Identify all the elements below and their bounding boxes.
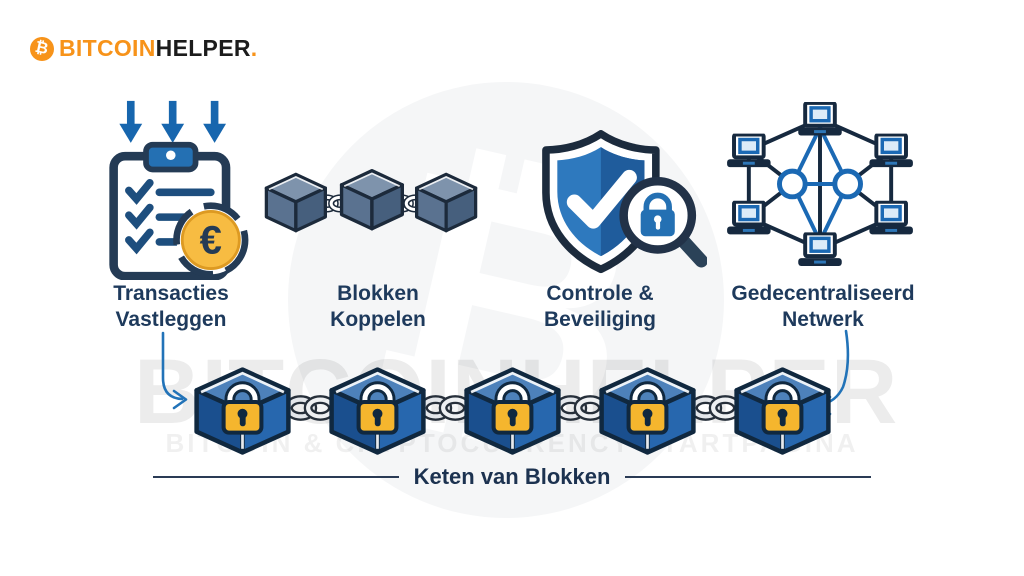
- step-label-netwerk: Gedecentraliseerd Netwerk: [731, 282, 915, 331]
- checkmark-icon: [566, 169, 637, 229]
- step-label-blokken: Blokken Koppelen: [330, 282, 426, 331]
- locked-block-icon: [737, 370, 829, 453]
- laptop-icon: [725, 133, 773, 170]
- step-label-controle: Controle & Beveiliging: [543, 282, 657, 331]
- brand-logo: ₿ BITCOINHELPER.: [30, 35, 257, 62]
- clipboard-euro-svg: €: [109, 100, 249, 281]
- network-node: [777, 168, 808, 200]
- chain-caption-row: Keten van Blokken: [0, 464, 1024, 490]
- chain-caption: Keten van Blokken: [413, 464, 611, 489]
- brand-secondary: HELPER: [155, 35, 251, 61]
- linked-blocks-svg: [264, 168, 478, 233]
- caption-rule-right: [625, 476, 872, 478]
- brand-period: .: [250, 35, 258, 61]
- laptop-icon: [725, 200, 773, 237]
- step-label-transacties: Transacties Vastleggen: [113, 282, 229, 331]
- linked-blocks-icon: [263, 167, 479, 259]
- locked-block-icon: [197, 370, 289, 453]
- caption-rule-left: [152, 476, 399, 478]
- brand-primary: BITCOIN: [59, 35, 156, 61]
- block-chain-row: [0, 358, 1024, 478]
- decentralized-network-icon: [721, 98, 919, 273]
- locked-block-icon: [332, 370, 424, 453]
- laptop-icon: [867, 200, 915, 237]
- magnifier-lock-icon: [619, 177, 708, 268]
- bitcoin-glyph: ₿: [33, 38, 51, 58]
- down-arrows-icon: [119, 100, 227, 143]
- network-svg: [725, 101, 915, 268]
- locked-block-icon: [602, 370, 694, 453]
- shield-lock-svg: [542, 130, 708, 274]
- laptop-icon: [796, 232, 844, 268]
- locked-block-icon: [467, 370, 559, 453]
- laptop-icon: [867, 133, 915, 170]
- shield-lock-icon: [527, 128, 708, 285]
- bitcoin-coin-icon: ₿: [30, 36, 54, 61]
- laptop-icon: [796, 101, 844, 138]
- brand-logo-text: BITCOINHELPER.: [59, 35, 257, 62]
- clipboard-euro-icon: €: [100, 99, 253, 285]
- network-node: [832, 168, 863, 200]
- euro-symbol: €: [200, 218, 222, 262]
